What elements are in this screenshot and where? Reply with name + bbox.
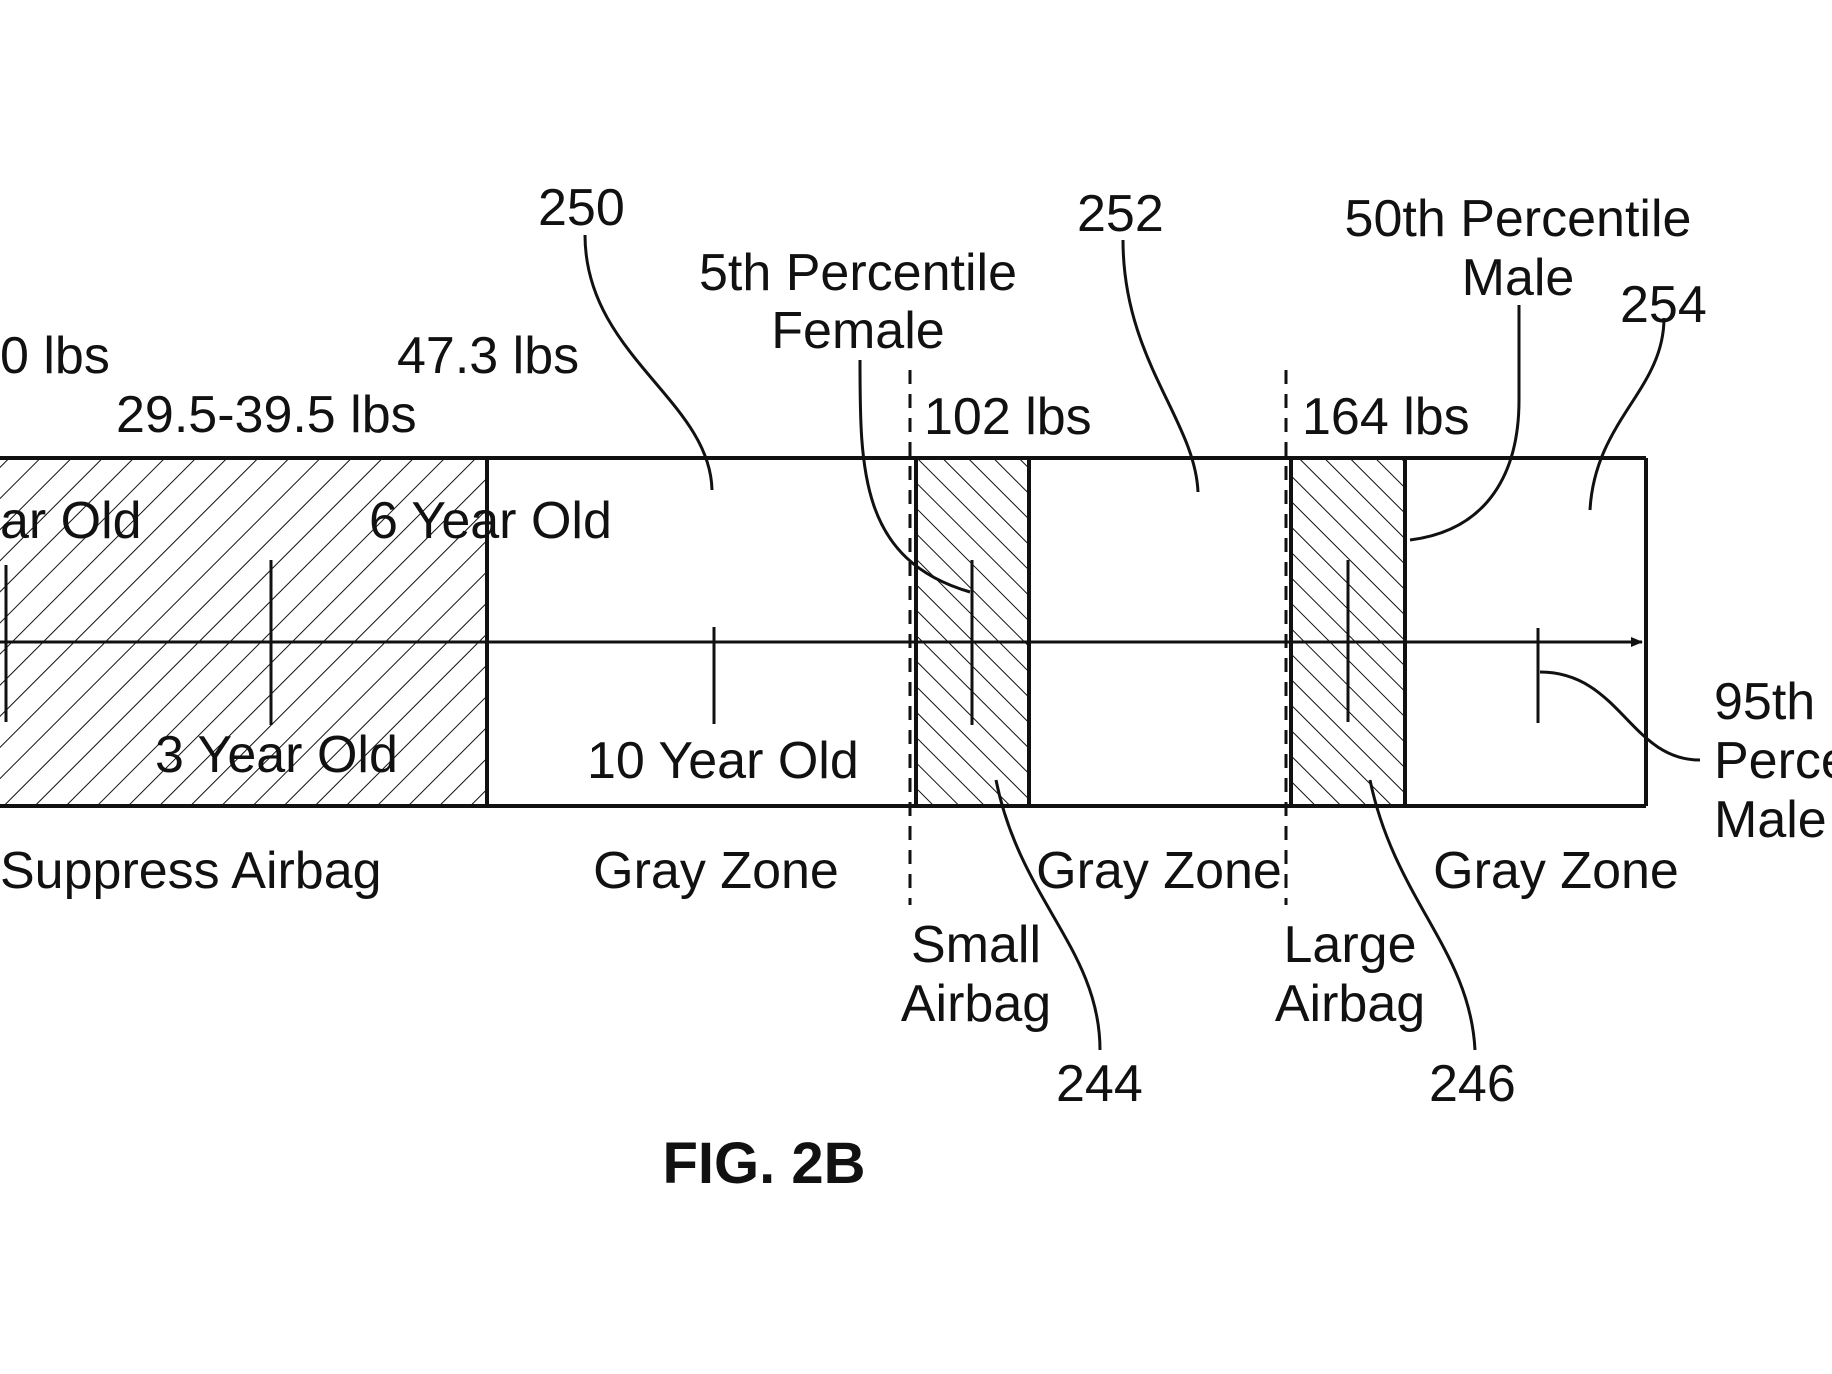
occupant-label-10-year-old: 10 Year Old — [587, 732, 859, 790]
zone-label-large-airbag-line2: Airbag — [1275, 975, 1425, 1033]
occupant-label-95th-male-line3: Male — [1714, 791, 1827, 849]
ref-254: 254 — [1620, 276, 1707, 334]
occupant-label-50th-male-line2: Male — [1462, 249, 1575, 307]
occupant-label-95th-male-line1: 95th — [1714, 673, 1815, 731]
leader-254 — [1590, 318, 1664, 510]
zone-label-gray-zone-3: Gray Zone — [1433, 842, 1679, 900]
figure-caption: FIG. 2B — [662, 1131, 865, 1196]
zone-label-small-airbag-line2: Airbag — [901, 975, 1051, 1033]
occupant-label-left-year-old: ar Old — [0, 492, 142, 550]
ref-246: 246 — [1429, 1055, 1516, 1113]
weight-label-47: 47.3 lbs — [397, 327, 579, 385]
occupant-label-5th-female-line1: 5th Percentile — [699, 244, 1017, 302]
occupant-label-50th-male-line1: 50th Percentile — [1345, 190, 1692, 248]
leader-252 — [1123, 240, 1198, 492]
zone-label-gray-zone-2: Gray Zone — [1036, 842, 1282, 900]
zone-label-suppress-airbag: Suppress Airbag — [0, 842, 382, 900]
weight-label-range: 29.5-39.5 lbs — [116, 386, 417, 444]
occupant-label-6-year-old: 6 Year Old — [369, 492, 612, 550]
weight-label-102: 102 lbs — [924, 388, 1092, 446]
zone-label-small-airbag-line1: Small — [911, 916, 1041, 974]
ref-250: 250 — [538, 179, 625, 237]
occupant-label-3-year-old: 3 Year Old — [155, 726, 398, 784]
ref-244: 244 — [1056, 1055, 1143, 1113]
zone-label-large-airbag-line1: Large — [1284, 916, 1417, 974]
leader-250 — [585, 235, 712, 490]
occupant-label-5th-female-line2: Female — [771, 302, 944, 360]
weight-label-164: 164 lbs — [1302, 388, 1470, 446]
occupant-label-95th-male-line2: Perce — [1714, 732, 1832, 790]
ref-252: 252 — [1077, 185, 1164, 243]
zone-label-gray-zone-1: Gray Zone — [593, 842, 839, 900]
weight-label-left: 0 lbs — [0, 327, 110, 385]
leader-95th-male — [1540, 672, 1700, 760]
